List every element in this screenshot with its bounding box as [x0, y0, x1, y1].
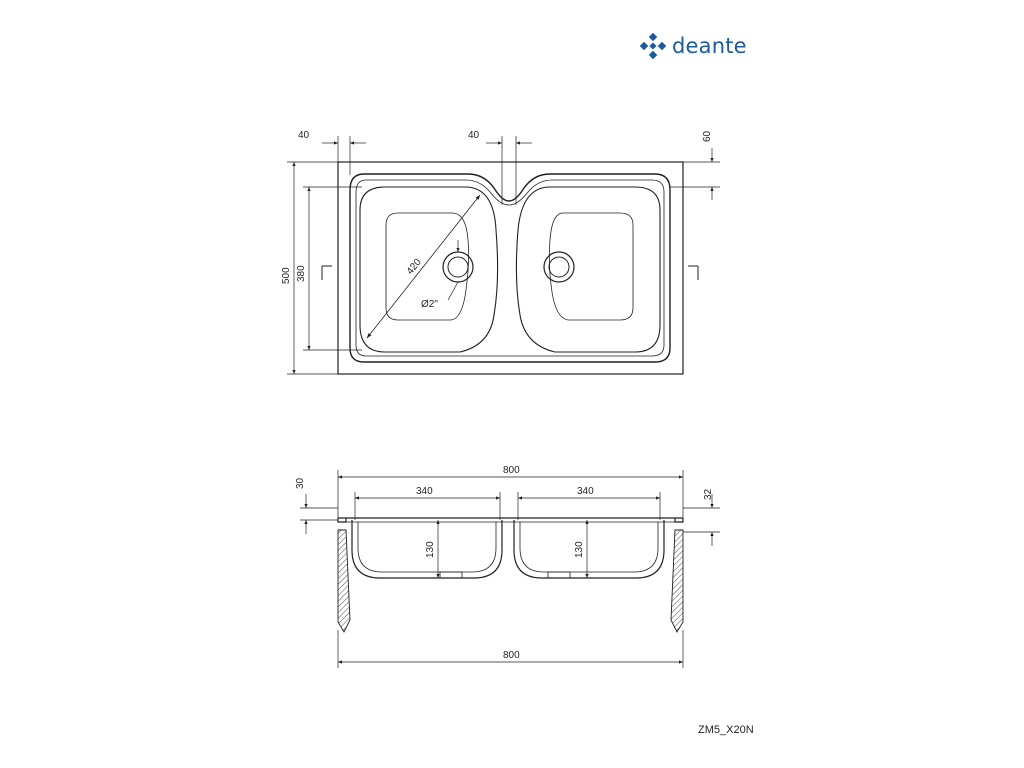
- dim-center-divider: 40: [468, 130, 480, 141]
- sink-rim: [349, 173, 671, 363]
- sink-outline: [337, 161, 684, 375]
- section-marker-right: [688, 265, 699, 280]
- left-side-panel: [337, 529, 351, 633]
- left-bowl: [359, 186, 499, 353]
- left-bowl-section: [351, 520, 503, 579]
- dim-rim-height: 30: [295, 477, 306, 489]
- section-view: 800 340 340 130 130 30: [295, 465, 720, 668]
- dim-total-depth: 500: [281, 267, 292, 284]
- dim-bowl-depth: 380: [296, 265, 307, 282]
- right-drain: [543, 251, 575, 283]
- right-side-panel: [670, 529, 684, 633]
- dim-left-margin: 40: [298, 130, 310, 141]
- right-bowl: [515, 186, 661, 353]
- dim-overall-width-top: 800: [503, 465, 520, 476]
- dim-bowl-width-left: 340: [416, 486, 433, 497]
- dim-overall-width-bottom: 800: [503, 650, 520, 661]
- model-code: ZM5_X20N: [698, 724, 754, 736]
- dim-top-offset: 60: [702, 130, 713, 142]
- dim-bowl-width-right: 340: [577, 486, 594, 497]
- top-view: Ø2" 420 40 40 60 500 380: [281, 130, 720, 375]
- drain-label: Ø2": [421, 299, 438, 310]
- dim-lip-height: 32: [703, 488, 714, 500]
- dim-bowl-height-left: 130: [425, 541, 436, 558]
- section-marker-left: [321, 265, 332, 280]
- dim-bowl-height-right: 130: [574, 541, 585, 558]
- brand-logo: deante: [640, 30, 747, 62]
- left-drain: [442, 251, 474, 283]
- sink-section-rim: [337, 517, 684, 523]
- deante-logo-icon: [640, 33, 666, 59]
- brand-name: deante: [672, 34, 747, 58]
- dim-diagonal: 420: [405, 257, 424, 277]
- right-bowl-section: [513, 520, 665, 579]
